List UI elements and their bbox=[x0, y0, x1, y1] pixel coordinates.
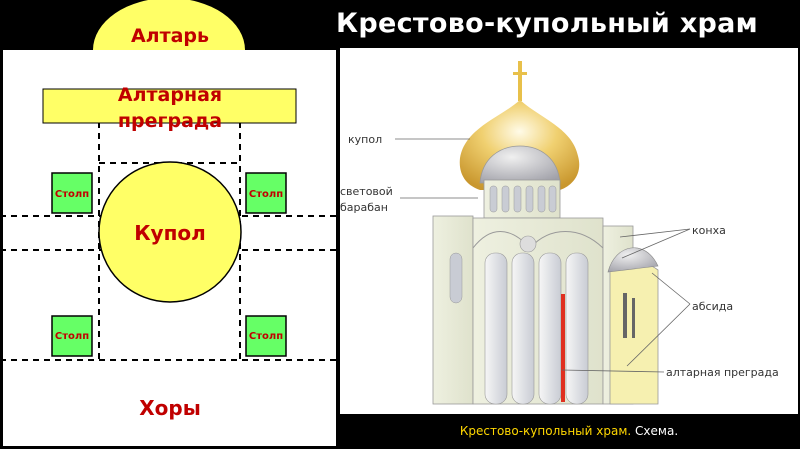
label-altar-screen: алтарная преграда bbox=[666, 366, 779, 379]
cross-icon bbox=[513, 61, 527, 101]
left-wall bbox=[432, 215, 474, 405]
pillar-label: Столп bbox=[249, 331, 283, 342]
caption-strong: Крестово-купольный храм. bbox=[459, 424, 632, 438]
concha bbox=[607, 247, 659, 273]
altar-label: Алтарь bbox=[131, 25, 209, 47]
dome-circle bbox=[98, 161, 242, 303]
pillar-bottom-right bbox=[245, 315, 287, 357]
pillar-bottom-left bbox=[51, 315, 93, 357]
dome-label: Купол bbox=[134, 221, 206, 245]
pillar-label: Столп bbox=[55, 331, 89, 342]
caption-rest: Схема. bbox=[635, 424, 679, 438]
altar-screen-label-2: преграда bbox=[118, 110, 222, 132]
label-concha: конха bbox=[692, 224, 726, 237]
altar-screen-line bbox=[561, 294, 565, 402]
choir-label: Хоры bbox=[139, 396, 201, 420]
altar-screen-label-1: Алтарная bbox=[118, 84, 222, 106]
cathedral-scheme: купол световой барабан конха абсида алта… bbox=[340, 48, 798, 414]
pillar-label: Столп bbox=[55, 189, 89, 200]
pillar-label: Столп bbox=[249, 189, 283, 200]
scheme-caption: Крестово-купольный храм. Схема. bbox=[340, 424, 798, 444]
pillar-top-left bbox=[51, 172, 93, 214]
label-drum-2: барабан bbox=[340, 201, 388, 214]
label-drum-1: световой bbox=[340, 185, 393, 198]
church-plan-diagram: Алтарь Алтарная преграда Купол Столп Сто… bbox=[0, 0, 340, 449]
label-dome: купол bbox=[348, 133, 382, 146]
pillar-top-right bbox=[245, 172, 287, 214]
label-apse: абсида bbox=[692, 300, 733, 313]
altar-screen-bar bbox=[42, 88, 297, 124]
page-title: Крестово-купольный храм bbox=[336, 8, 759, 39]
gray-dome bbox=[479, 145, 561, 184]
altar-apse bbox=[93, 0, 245, 50]
